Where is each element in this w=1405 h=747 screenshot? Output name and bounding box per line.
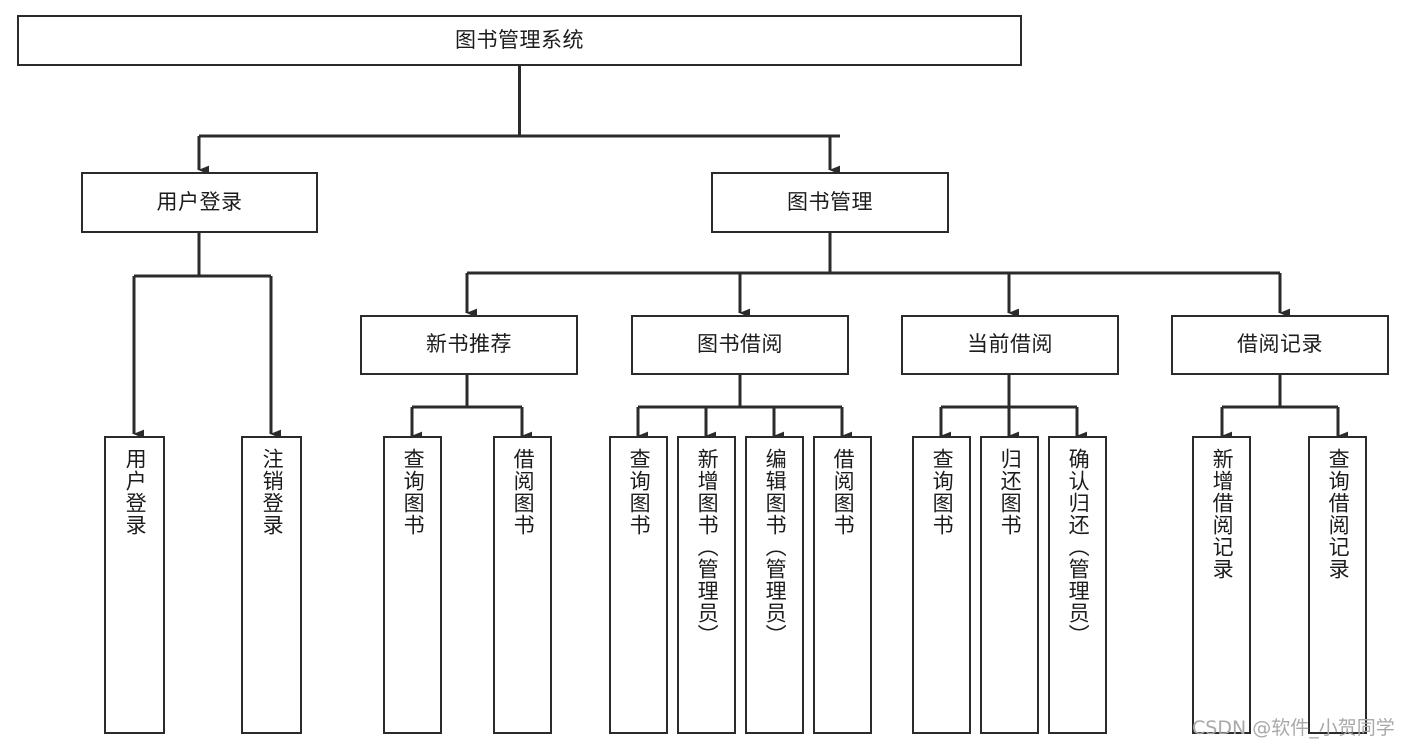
node-new-book-recommend-label: 新书推荐 [426,332,512,357]
node-leaf-confirm-return[interactable]: 确认归还（管理员） [1048,436,1107,734]
node-book-manage[interactable]: 图书管理 [711,172,949,233]
node-user-login-label: 用户登录 [156,189,243,214]
node-borrow-record-label: 借阅记录 [1237,332,1323,357]
node-leaf-query-book-2[interactable]: 查询图书 [609,436,668,734]
node-leaf-query-book-1-label: 查询图书 [401,448,426,536]
node-current-borrow[interactable]: 当前借阅 [901,315,1119,375]
node-leaf-user-logout-label: 注销登录 [260,448,285,536]
node-leaf-query-book-2-label: 查询图书 [627,448,652,536]
node-leaf-borrow-book-2[interactable]: 借阅图书 [813,436,872,734]
node-leaf-user-logout[interactable]: 注销登录 [241,436,302,734]
node-leaf-borrow-book-1-label: 借阅图书 [511,448,536,536]
node-root-label: 图书管理系统 [455,27,584,52]
node-leaf-borrow-book-1[interactable]: 借阅图书 [493,436,552,734]
node-leaf-confirm-return-label: 确认归还（管理员） [1066,448,1091,646]
node-book-borrow-label: 图书借阅 [697,332,783,357]
node-book-borrow[interactable]: 图书借阅 [631,315,849,375]
csdn-watermark: CSDN @软件_小贺同学 [1192,717,1395,739]
node-leaf-query-record[interactable]: 查询借阅记录 [1308,436,1367,734]
node-leaf-user-login-label: 用户登录 [123,448,148,536]
node-leaf-add-record[interactable]: 新增借阅记录 [1192,436,1251,734]
node-leaf-query-record-label: 查询借阅记录 [1326,448,1351,580]
node-leaf-return-book[interactable]: 归还图书 [980,436,1039,734]
node-leaf-edit-book-label: 编辑图书（管理员） [763,448,788,646]
node-borrow-record[interactable]: 借阅记录 [1171,315,1389,375]
node-leaf-query-book-3-label: 查询图书 [930,448,955,536]
node-root[interactable]: 图书管理系统 [17,15,1022,66]
node-user-login[interactable]: 用户登录 [81,172,318,233]
node-new-book-recommend[interactable]: 新书推荐 [360,315,578,375]
node-leaf-add-book[interactable]: 新增图书（管理员） [677,436,736,734]
node-leaf-user-login[interactable]: 用户登录 [104,436,165,734]
node-leaf-query-book-1[interactable]: 查询图书 [383,436,442,734]
node-leaf-borrow-book-2-label: 借阅图书 [831,448,856,536]
node-leaf-add-record-label: 新增借阅记录 [1210,448,1235,580]
node-leaf-query-book-3[interactable]: 查询图书 [912,436,971,734]
node-current-borrow-label: 当前借阅 [967,332,1053,357]
node-book-manage-label: 图书管理 [787,189,873,214]
node-leaf-return-book-label: 归还图书 [998,448,1023,536]
node-leaf-add-book-label: 新增图书（管理员） [695,448,720,646]
node-leaf-edit-book[interactable]: 编辑图书（管理员） [745,436,804,734]
